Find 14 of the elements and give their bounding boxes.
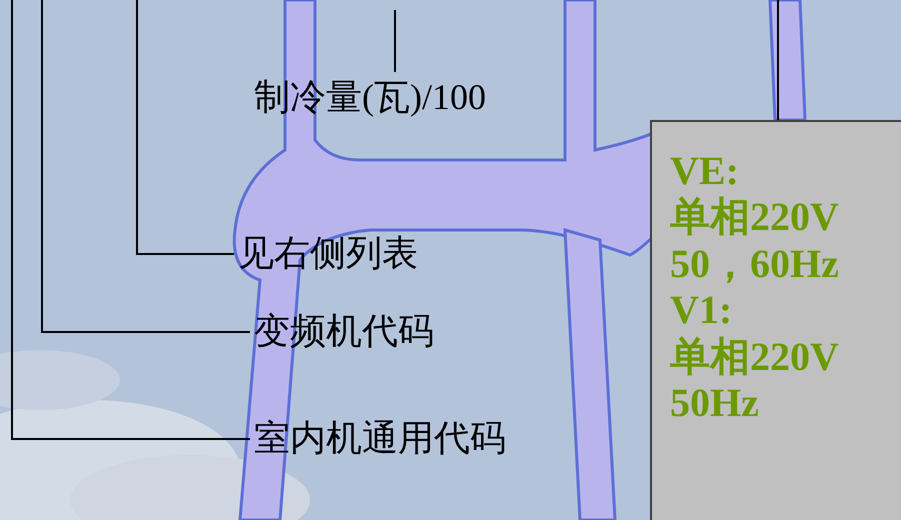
spec-text: 50，60Hz: [670, 240, 840, 288]
code-label: 制冷量(瓦)/100: [254, 78, 487, 118]
spec-text: VE:: [670, 148, 740, 194]
leader-line: [777, 0, 779, 120]
spec-text: 单相220V: [670, 334, 840, 380]
leader-line: [136, 0, 234, 255]
leader-line: [394, 10, 396, 72]
code-label: 变频机代码: [254, 312, 435, 352]
spec-text: V1:: [670, 287, 734, 334]
code-label: 见右侧列表: [238, 234, 419, 274]
spec-text: 单相220V: [670, 194, 840, 241]
spec-text: 50Hz: [670, 380, 760, 426]
spec-panel: [650, 120, 901, 520]
code-label: 室内机通用代码: [254, 419, 507, 459]
